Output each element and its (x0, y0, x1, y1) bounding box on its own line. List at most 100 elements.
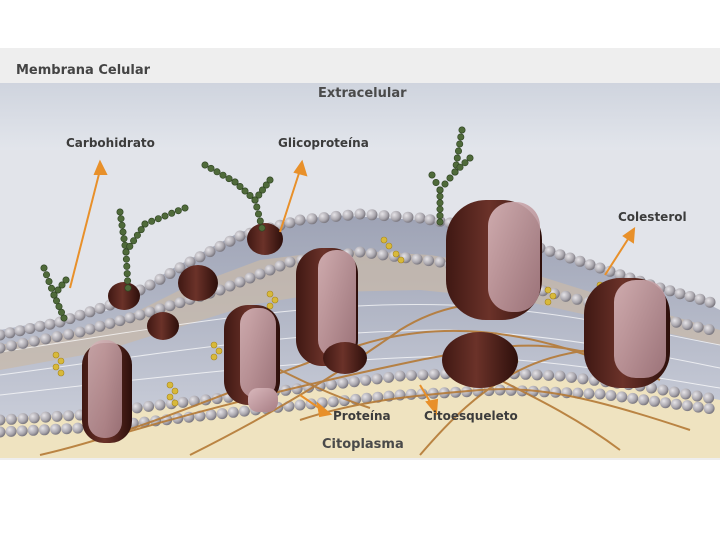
carbohydrate-bead (457, 141, 463, 147)
lipid-head (175, 297, 186, 308)
carbohydrate-bead (43, 272, 49, 278)
lipid-head (115, 315, 126, 326)
carbohydrate-bead (437, 193, 443, 199)
lipid-head (29, 336, 40, 347)
carbohydrate-bead (124, 278, 130, 284)
carbohydrate-bead (462, 160, 468, 166)
lipid-head (406, 370, 417, 381)
lipid-head (595, 263, 606, 274)
lipid-head (245, 273, 256, 284)
lipid-head (35, 321, 46, 332)
carbohydrate-bead (117, 209, 123, 215)
lipid-head (75, 327, 86, 338)
lipid-head (417, 369, 428, 380)
lipid-head (349, 376, 360, 387)
lipid-head (391, 211, 402, 222)
lipid-head (565, 253, 576, 264)
lipid-head (704, 403, 715, 414)
lipid-head (145, 280, 156, 291)
carbohydrate-bead (254, 204, 260, 210)
lipid-head (657, 385, 668, 396)
lipid-head (85, 306, 96, 317)
lipid-head (669, 387, 680, 398)
carbohydrate-bead (442, 181, 448, 187)
lipid-head (555, 249, 566, 260)
lipid-head (355, 209, 366, 220)
carbohydrate-bead (53, 298, 59, 304)
region-label-cytoplasm: Citoplasma (322, 437, 404, 452)
carbohydrate-bead (123, 256, 129, 262)
lipid-head (206, 409, 217, 420)
carbohydrate-bead (226, 175, 232, 181)
lipid-head (177, 397, 188, 408)
carbohydrate-bead (433, 179, 439, 185)
lipid-head (566, 372, 577, 383)
lipid-head (125, 312, 136, 323)
carbohydrate-bead (454, 155, 460, 161)
lipid-head (75, 310, 86, 321)
carbohydrate-bead (429, 172, 435, 178)
lipid-head (435, 257, 446, 268)
lipid-head (555, 371, 566, 382)
carbohydrate-bead (259, 225, 265, 231)
lipid-head (692, 391, 703, 402)
lipid-head (40, 333, 51, 344)
lipid-head (319, 212, 330, 223)
lipid-head (295, 400, 306, 411)
carbohydrate-bead (41, 265, 47, 271)
carbohydrate-bead (247, 192, 253, 198)
lipid-head (63, 410, 74, 421)
lipid-head (372, 373, 383, 384)
label-proteina: Proteína (333, 409, 391, 423)
lipid-head (275, 261, 286, 272)
lipid-head (331, 211, 342, 222)
lipid-head (605, 390, 616, 401)
diagram-title: Membrana Celular (16, 63, 150, 78)
carbohydrate-bead (123, 249, 129, 255)
lipid-head (328, 396, 339, 407)
lipid-head (577, 373, 588, 384)
lipid-head (225, 236, 236, 247)
lipid-head (337, 378, 348, 389)
lipid-head (63, 329, 74, 340)
lipid-head (366, 248, 377, 259)
lipid-head (355, 247, 366, 258)
lipid-head (595, 389, 606, 400)
lipid-head (52, 411, 63, 422)
lipid-head (235, 231, 246, 242)
carbohydrate-bead (220, 172, 226, 178)
lipid-head (693, 402, 704, 413)
lipid-head (15, 325, 26, 336)
lipid-head (545, 246, 556, 257)
lipid-head (17, 338, 28, 349)
lipid-head (295, 215, 306, 226)
lipid-head (585, 259, 596, 270)
lipid-head (425, 214, 436, 225)
carbohydrate-bead (162, 213, 168, 219)
lipid-head (616, 391, 627, 402)
lipid-head (255, 269, 266, 280)
carbohydrate-bead (257, 218, 263, 224)
lipid-head (627, 393, 638, 404)
label-citoesqueleto: Citoesqueleto (424, 409, 518, 423)
lipid-head (217, 408, 228, 419)
lipid-head (660, 397, 671, 408)
lipid-head (343, 210, 354, 221)
lipid-head (520, 369, 531, 380)
label-carbohidrato: Carbohidrato (66, 136, 155, 150)
carbohydrate-bead (455, 148, 461, 154)
lipid-head (6, 340, 17, 351)
lipid-head (17, 413, 28, 424)
lipid-head (572, 294, 583, 305)
carbohydrate-bead (458, 134, 464, 140)
carbohydrate-bead (467, 155, 473, 161)
lipid-head (165, 268, 176, 279)
lipid-head (215, 241, 226, 252)
carbohydrate-bead (125, 285, 131, 291)
lipid-head (423, 255, 434, 266)
carbohydrate-bead (48, 285, 54, 291)
carbohydrate-bead (124, 263, 130, 269)
carbohydrate-bead (121, 236, 127, 242)
lipid-head (25, 323, 36, 334)
